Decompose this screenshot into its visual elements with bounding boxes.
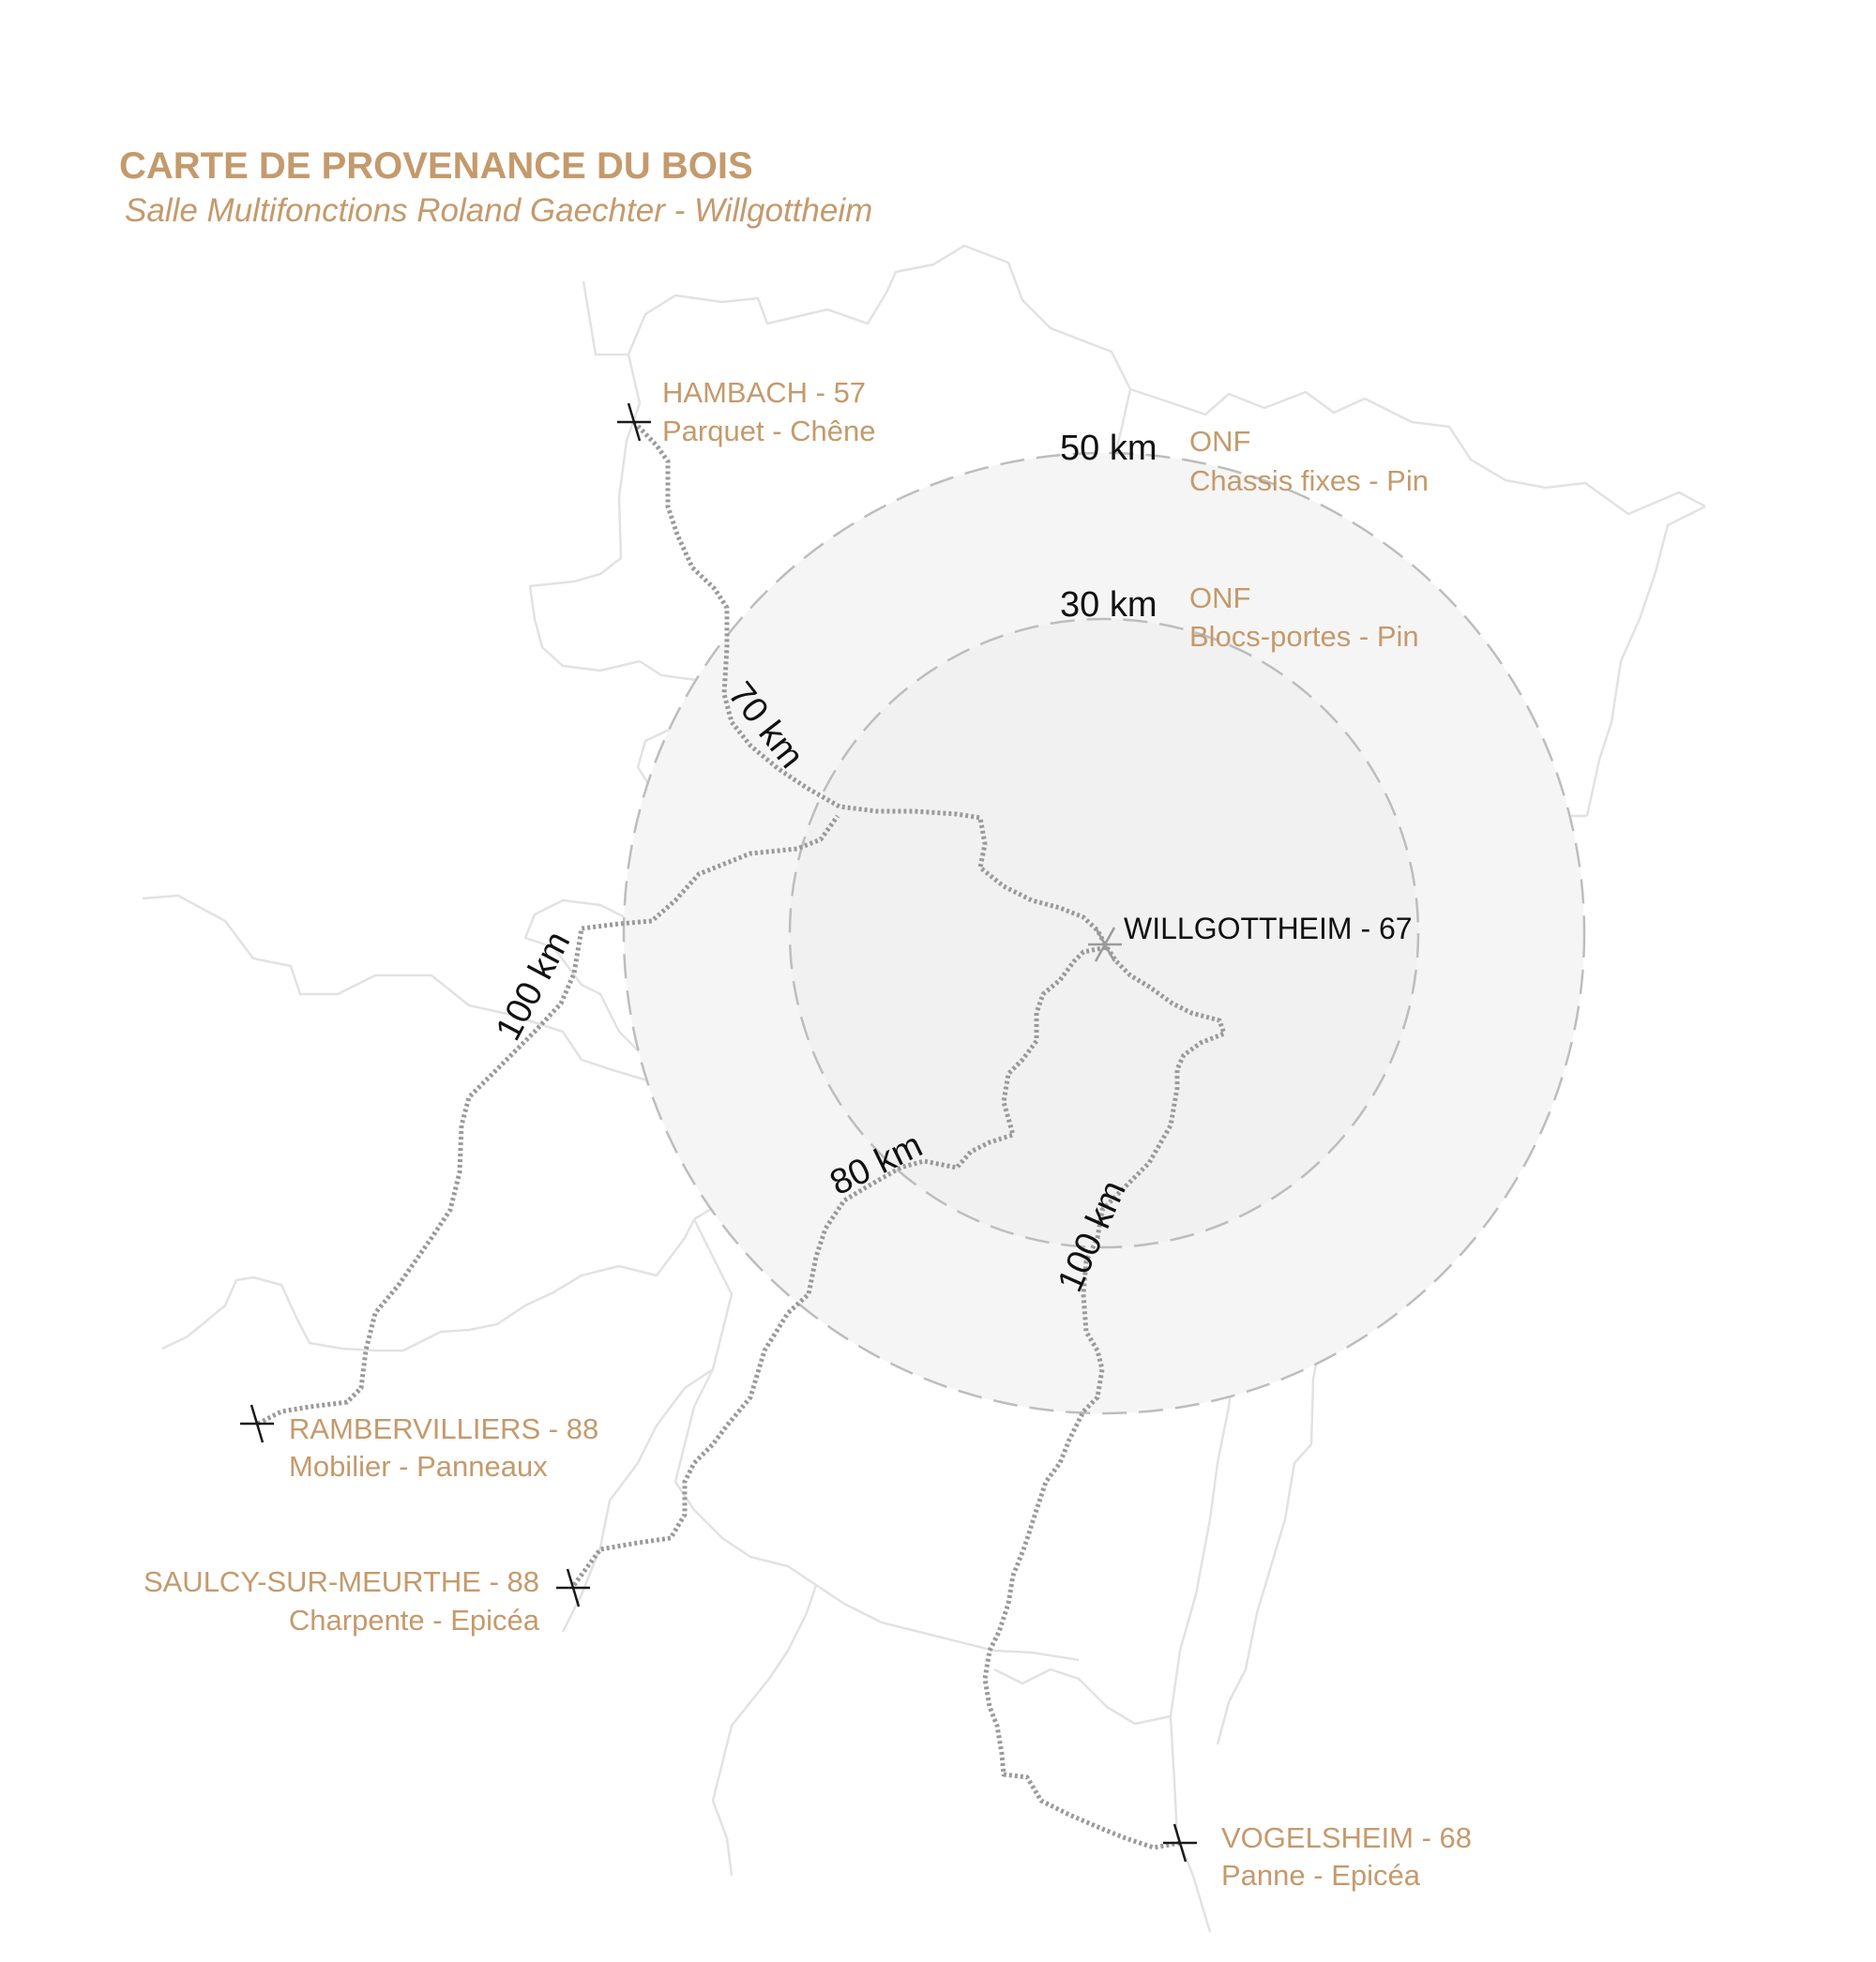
origin-vogelsheim-product: Panne - Epicéa: [1221, 1859, 1421, 1892]
center-label: WILLGOTTHEIM - 67: [1124, 912, 1413, 945]
marker-vogelsheim: [1163, 1823, 1197, 1863]
border-line: [815, 1583, 1080, 1662]
origin-vogelsheim-name: VOGELSHEIM - 68: [1221, 1821, 1472, 1854]
border-line: [1585, 505, 1706, 817]
border-line: [1169, 1715, 1212, 1933]
marker-willgottheim: [1088, 927, 1122, 962]
marker-saulcy: [556, 1568, 590, 1607]
ring-30km-product: Blocs-portes - Pin: [1189, 620, 1419, 653]
ring-50km-product: Chassis fixes - Pin: [1189, 464, 1429, 497]
ring-30km: [788, 617, 1420, 1249]
marker-rambervilliers: [240, 1404, 274, 1443]
map-subtitle: Salle Multifonctions Roland Gaechter - W…: [125, 192, 872, 229]
border-line: [711, 1584, 818, 1877]
map-title: CARTE DE PROVENANCE DU BOIS: [119, 145, 753, 187]
route-rambervilliers: [256, 814, 840, 1426]
origin-hambach-name: HAMBACH - 57: [662, 376, 866, 409]
origin-rambervilliers-name: RAMBERVILLIERS - 88: [289, 1412, 598, 1445]
border-line: [993, 1668, 1172, 1726]
border-line: [561, 1367, 714, 1633]
markers: [240, 402, 1197, 1863]
origin-rambervilliers-product: Mobilier - Panneaux: [289, 1450, 548, 1483]
ring-50km-label: 50 km: [1060, 429, 1157, 468]
border-line: [142, 894, 658, 1085]
origin-hambach-product: Parquet - Chêne: [662, 415, 875, 447]
border-line: [161, 1218, 696, 1352]
border-line: [582, 244, 1132, 390]
ring-50km-supplier: ONF: [1189, 425, 1250, 458]
border-line: [528, 354, 642, 672]
route-rambervilliers-distance: 100 km: [489, 925, 579, 1047]
border-line: [1216, 1518, 1287, 1745]
border-line: [1129, 387, 1706, 516]
border-line: [673, 1218, 817, 1587]
routes: [256, 420, 1227, 1850]
route-vogelsheim: [982, 945, 1227, 1850]
origin-saulcy-name: SAULCY-SUR-MEURTHE - 88: [144, 1565, 539, 1598]
ring-30km-supplier: ONF: [1189, 581, 1250, 614]
route-saulcy: [571, 944, 1108, 1587]
ring-30km-label: 30 km: [1060, 585, 1157, 625]
origin-saulcy-product: Charpente - Epicéa: [289, 1604, 540, 1637]
distance-rings: [622, 451, 1586, 1415]
marker-hambach: [617, 402, 651, 442]
